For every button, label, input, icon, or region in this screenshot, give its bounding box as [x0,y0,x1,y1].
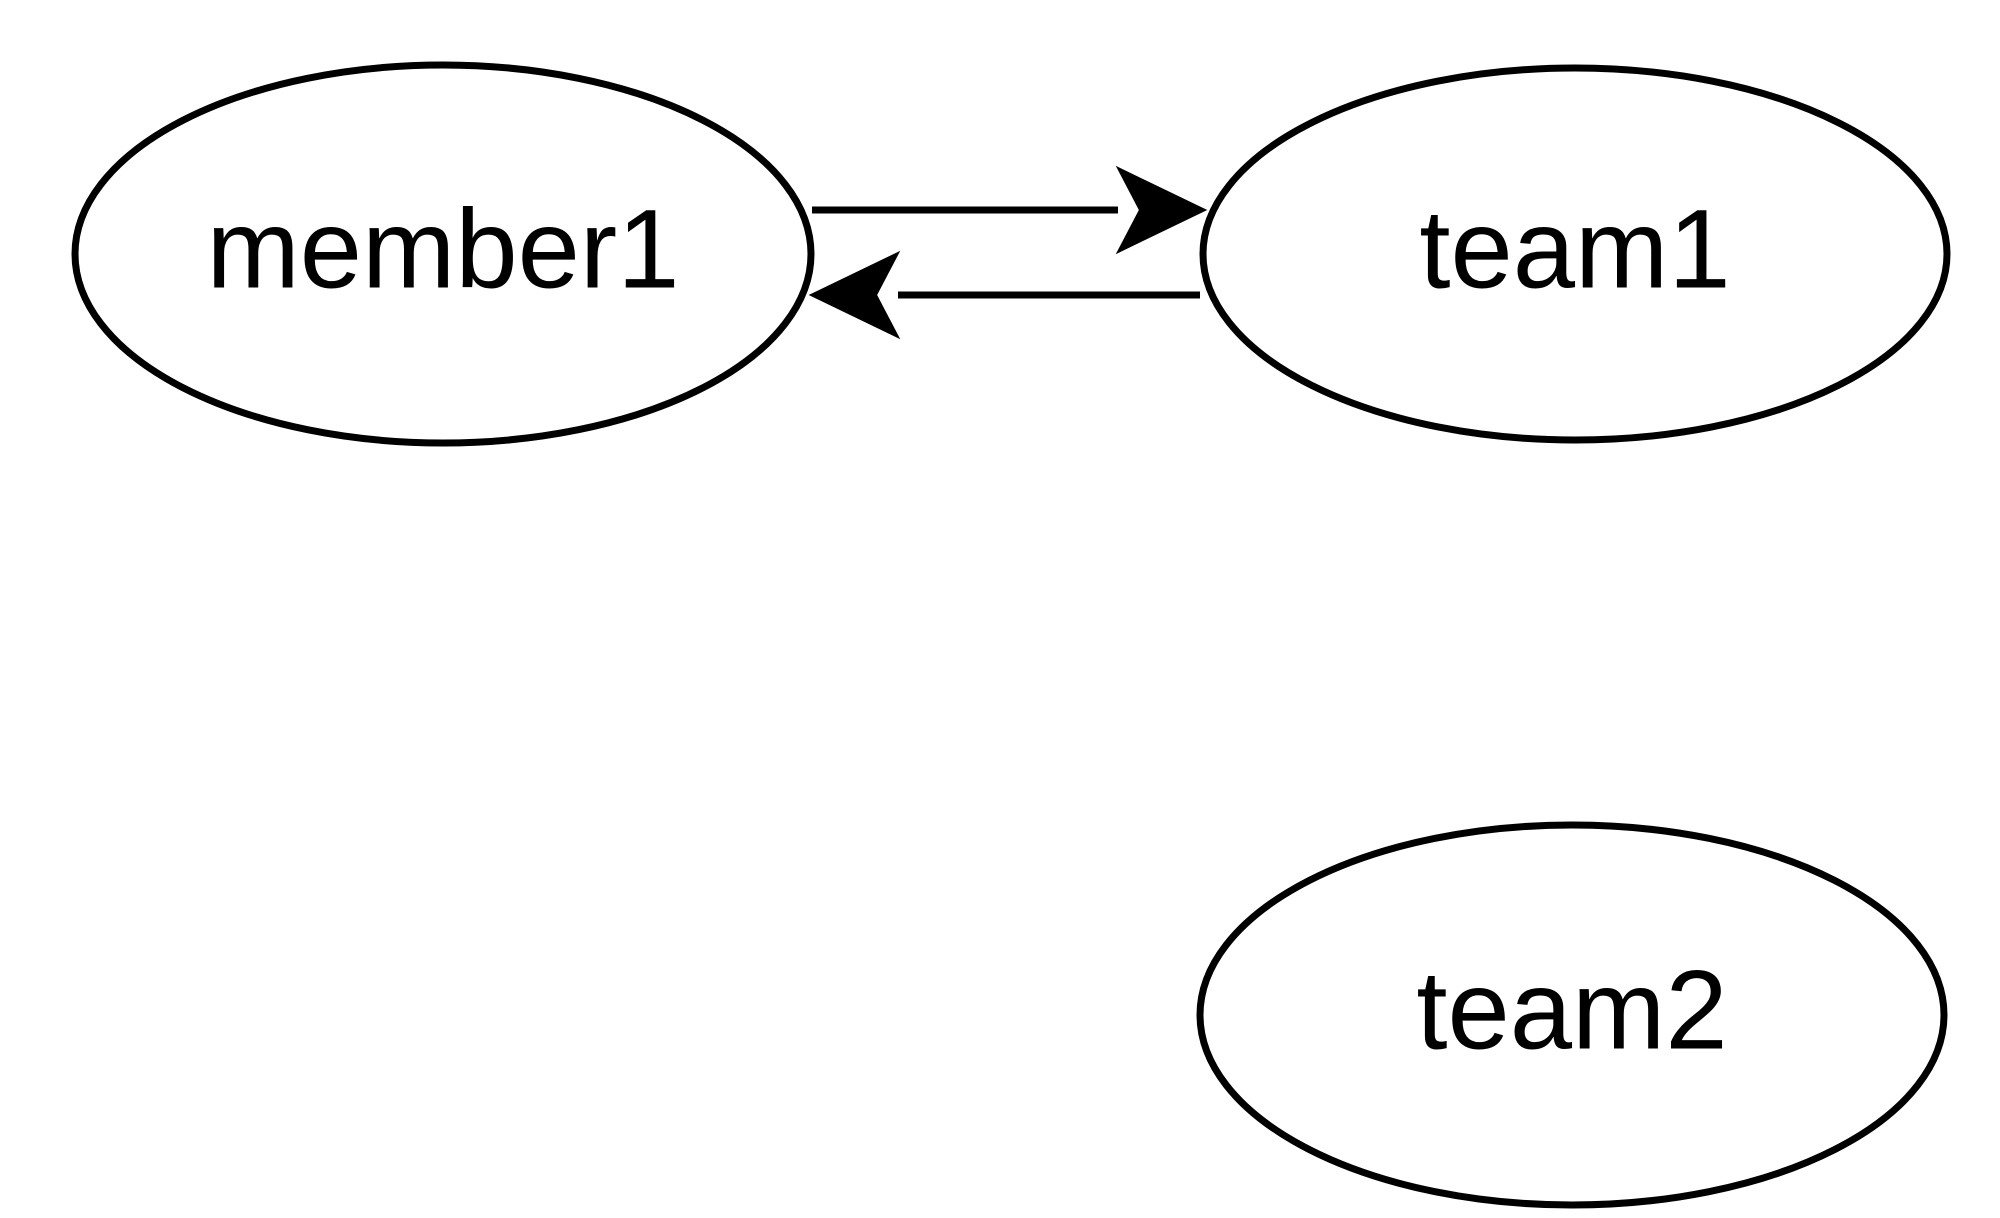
arrowhead-icon-right [1115,165,1208,255]
edge-member1-to-team1[interactable] [812,165,1208,255]
node-label-member1: member1 [206,187,679,312]
node-shape-member1 [71,61,815,447]
node-shape-team1 [1199,64,1951,444]
node-team2[interactable]: team2 [1196,821,1948,1209]
node-team1[interactable]: team1 [1199,64,1951,444]
node-member1[interactable]: member1 [71,61,815,447]
node-label-team2: team2 [1416,948,1727,1073]
arrowhead-icon-left [808,250,901,340]
edge-team1-to-member1[interactable] [808,250,1200,340]
node-shape-team2 [1196,821,1948,1209]
node-label-team1: team1 [1419,187,1730,312]
